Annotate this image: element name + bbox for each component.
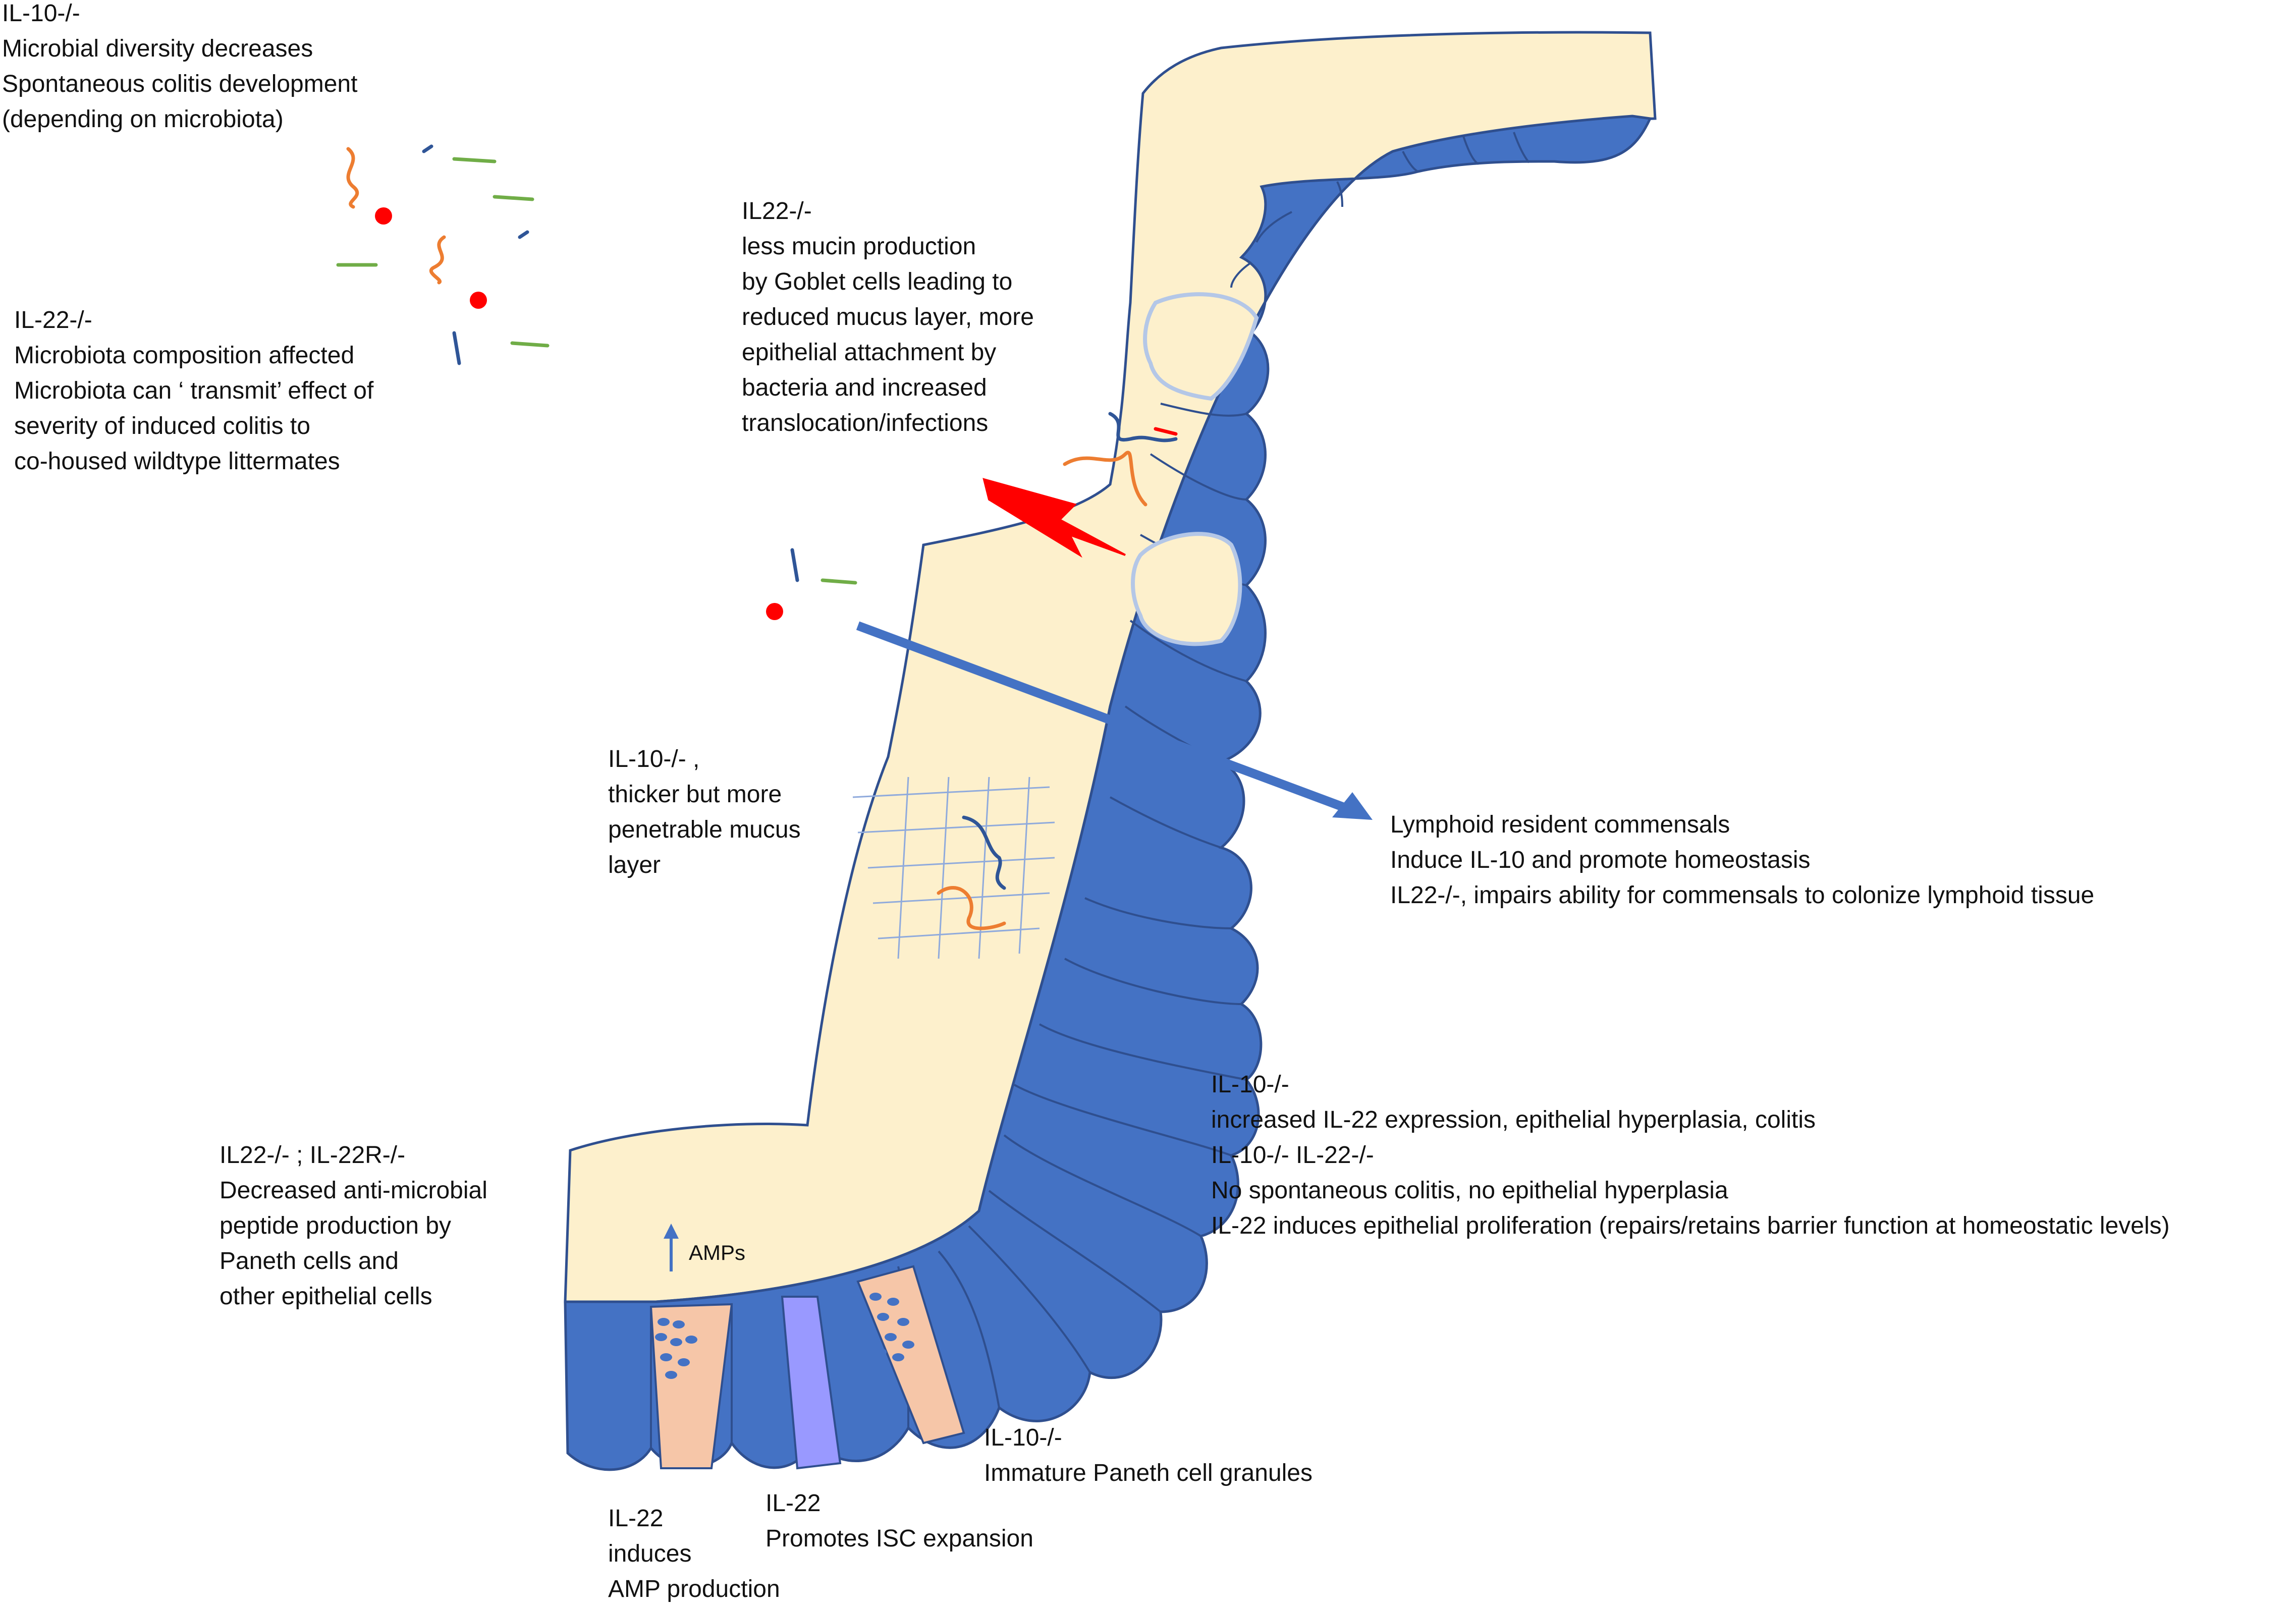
label-amps: AMPs <box>689 1241 746 1264</box>
bacteria-cocci <box>375 207 783 620</box>
epithelium-band <box>564 115 1652 1471</box>
note-il10-paneth-granules: IL-10-/- Immature Paneth cell granules <box>984 1424 1313 1486</box>
note-lymphoid-commensals: Lymphoid resident commensals Induce IL-1… <box>1390 811 2095 909</box>
note-il22-amp-production: IL-22 induces AMP production <box>608 1505 780 1602</box>
paneth-cell-right <box>856 1265 965 1445</box>
stem-cell <box>781 1296 842 1470</box>
goblet-cell-lower <box>1131 532 1242 646</box>
goblet-cell-upper <box>1143 292 1259 401</box>
amp-arrow <box>664 1224 679 1271</box>
paneth-cell-left <box>649 1303 733 1469</box>
paneth-granules <box>655 1293 914 1379</box>
note-il22-microbiota: IL-22-/- Microbiota composition affected… <box>14 307 374 475</box>
note-il10-il22-hyperplasia: IL-10-/- increased IL-22 expression, epi… <box>1211 1071 2170 1239</box>
note-il22-isc-expansion: IL-22 Promotes ISC expansion <box>766 1490 1033 1552</box>
lightning-bolt-icon <box>982 478 1126 558</box>
note-il10-mucus-layer: IL-10-/- , thicker but more penetrable m… <box>608 746 801 878</box>
bacteria-icon <box>336 144 1178 930</box>
arrow-icon <box>856 621 1373 820</box>
note-il22-mucin: IL22-/- less mucin production by Goblet … <box>742 198 1034 436</box>
note-il10-microbial-diversity: IL-10-/- Microbial diversity decreases S… <box>2 0 358 133</box>
note-il22-amp-decrease: IL22-/- ; IL-22R-/- Decreased anti-micro… <box>220 1142 487 1310</box>
